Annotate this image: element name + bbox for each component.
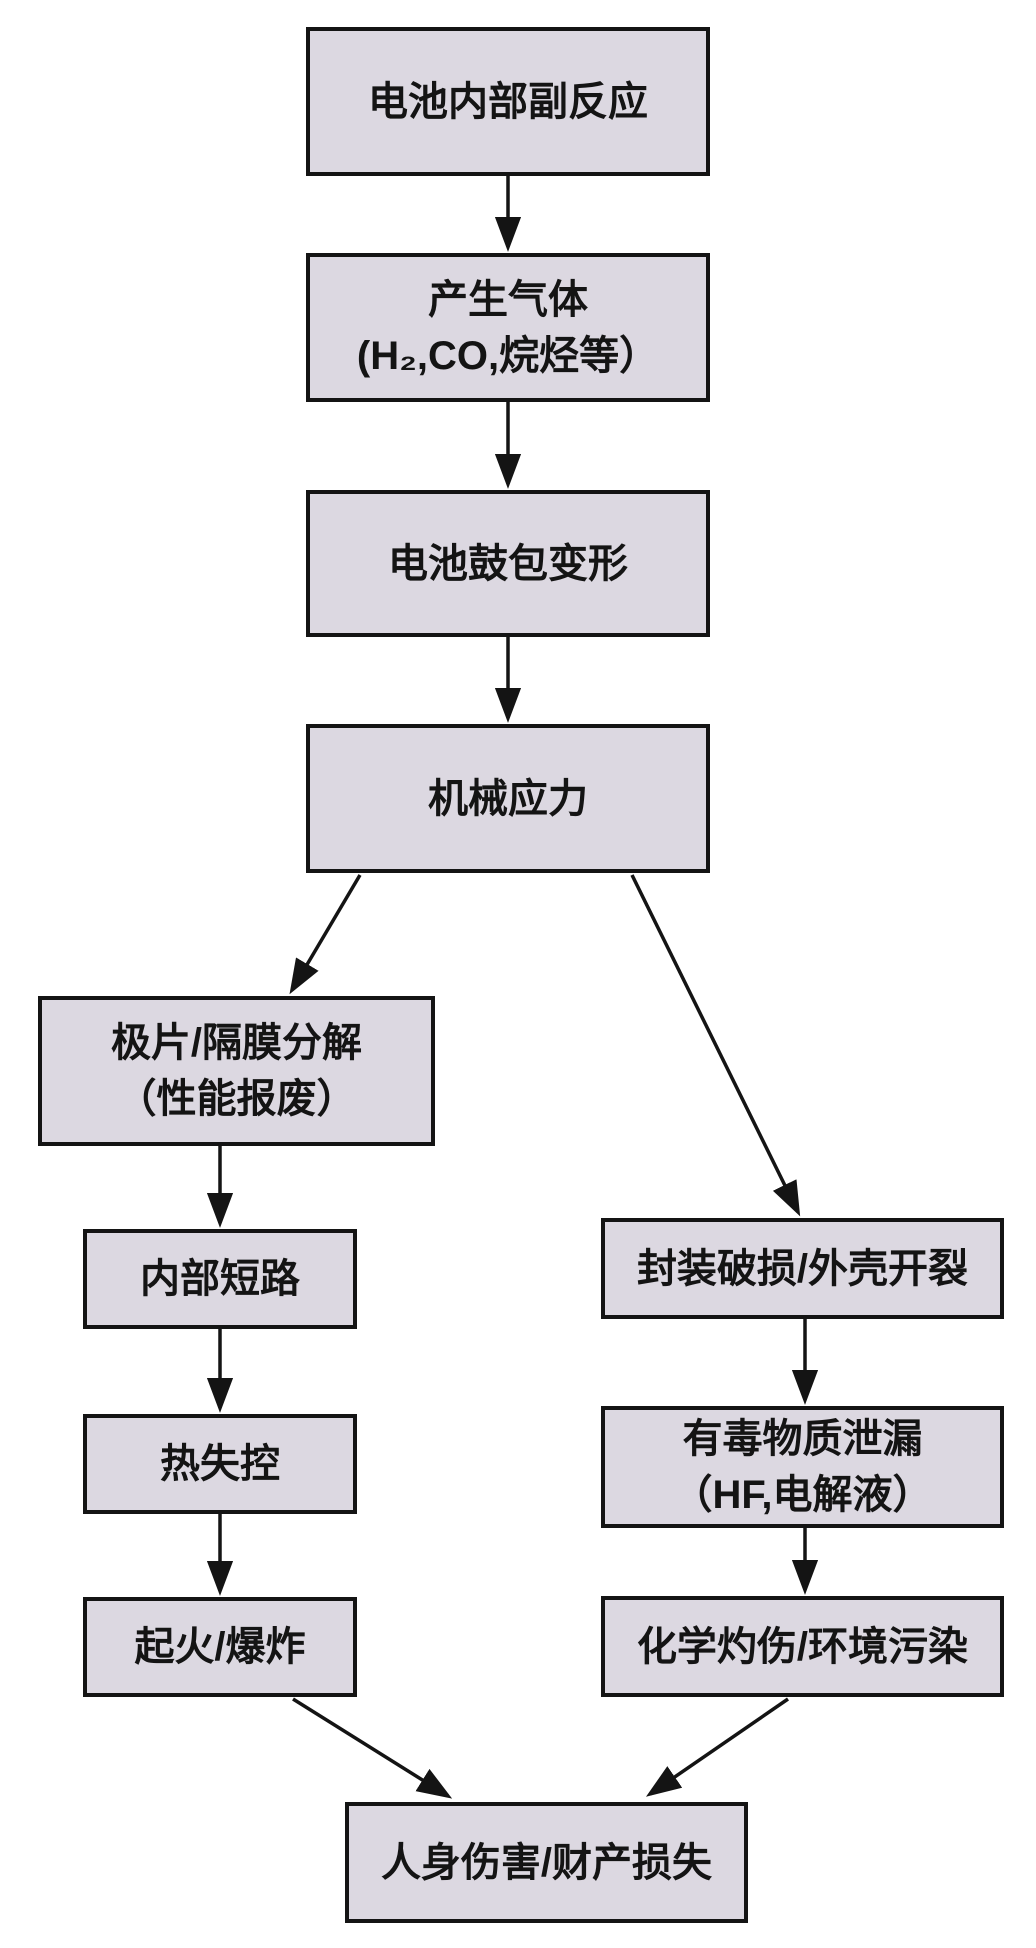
node-battery-swelling-deformation: 电池鼓包变形 [306,490,710,637]
node-electrode-separator-decomposition: 极片/隔膜分解 （性能报废） [38,996,435,1146]
arrow-stress-to-electrode [289,874,362,995]
arrow-burn-to-injury [645,1697,789,1797]
node-battery-internal-side-reaction: 电池内部副反应 [306,27,710,176]
node-fire-explosion: 起火/爆炸 [83,1597,357,1697]
node-mechanical-stress: 机械应力 [306,724,710,873]
node-thermal-runaway: 热失控 [83,1414,357,1514]
node-toxic-substance-leakage: 有毒物质泄漏 （HF,电解液） [601,1406,1004,1528]
node-gas-generation: 产生气体 (H₂,CO,烷烃等） [306,253,710,402]
arrow-fire-to-injury [292,1697,453,1799]
node-package-damage-shell-cracking: 封装破损/外壳开裂 [601,1218,1004,1319]
node-chemical-burn-environmental-pollution: 化学灼伤/环境污染 [601,1596,1004,1697]
arrow-stress-to-package [630,874,801,1217]
node-personal-injury-property-loss: 人身伤害/财产损失 [345,1802,748,1923]
node-internal-short-circuit: 内部短路 [83,1229,357,1329]
